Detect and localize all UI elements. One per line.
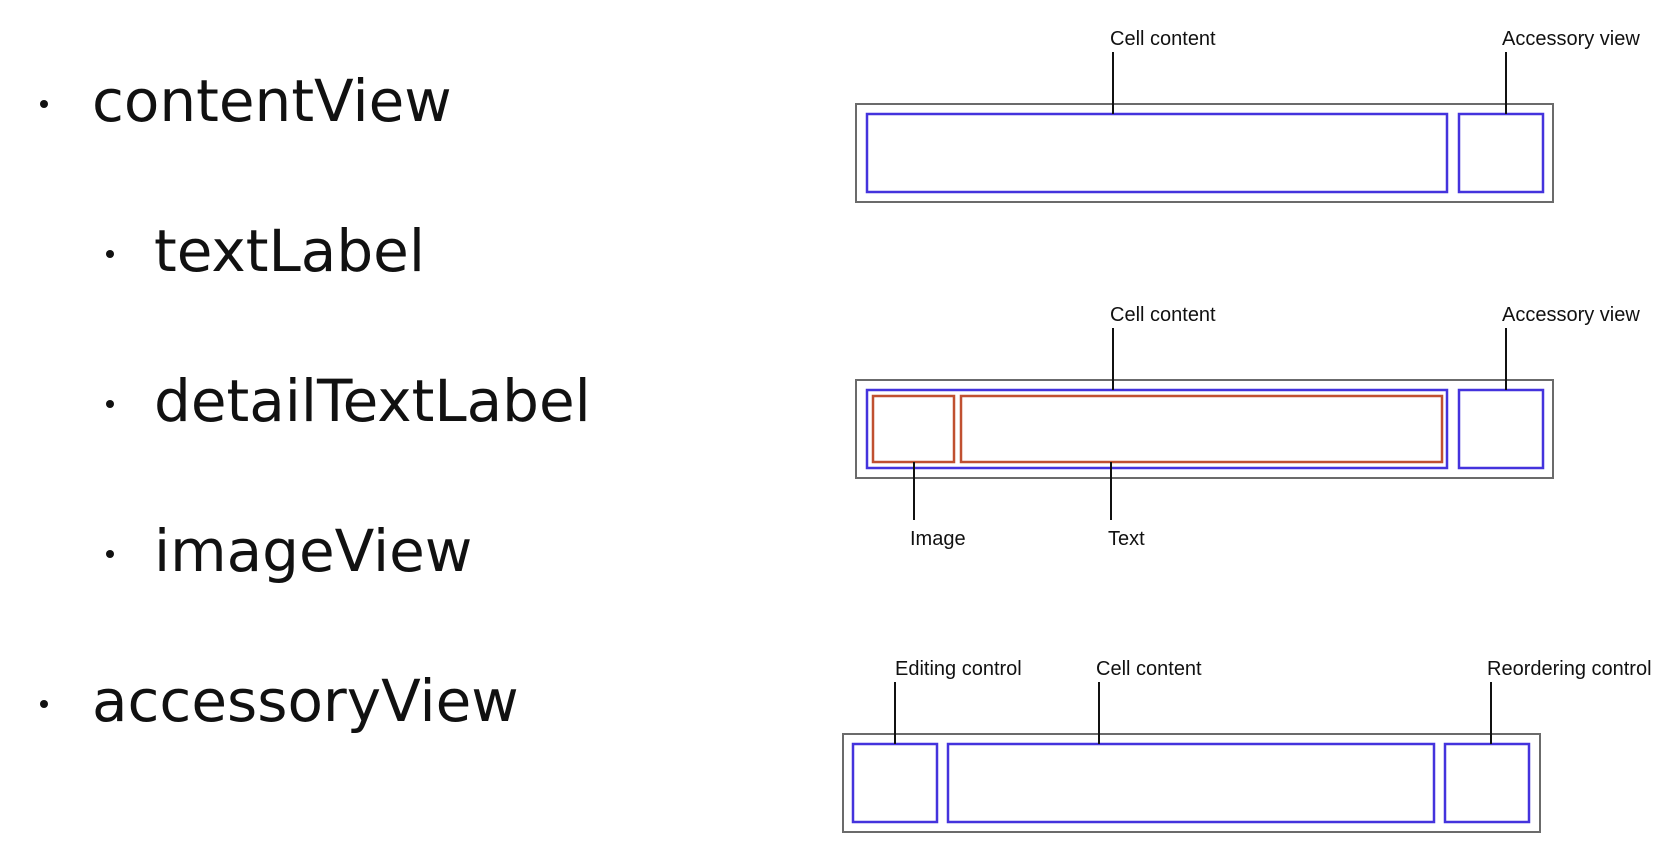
bullet-item: contentView bbox=[40, 72, 452, 130]
cell-content-label: Cell content bbox=[1110, 28, 1216, 50]
bullet-label: contentView bbox=[92, 67, 452, 135]
bullet-dot-icon bbox=[106, 400, 114, 408]
accessory-view-label: Accessory view bbox=[1502, 304, 1640, 326]
bullet-dot-icon bbox=[40, 100, 48, 108]
reordering-control-label: Reordering control bbox=[1487, 658, 1652, 680]
bullet-label: accessoryView bbox=[92, 667, 519, 735]
bullet-item: imageView bbox=[106, 522, 472, 580]
cell-content-label: Cell content bbox=[1096, 658, 1202, 680]
text-label: Text bbox=[1108, 528, 1145, 550]
reordering-control-box bbox=[1443, 742, 1531, 824]
bullet-item: textLabel bbox=[106, 222, 425, 280]
cell-outer-frame bbox=[855, 103, 1554, 203]
bullet-label: imageView bbox=[154, 517, 473, 585]
bullet-dot-icon bbox=[106, 250, 114, 258]
cell-outer-frame bbox=[842, 733, 1541, 833]
bullet-label: detailTextLabel bbox=[154, 367, 591, 435]
bullet-list: contentView textLabel detailTextLabel im… bbox=[0, 0, 760, 864]
bullet-item: accessoryView bbox=[40, 672, 519, 730]
bullet-label: textLabel bbox=[154, 217, 425, 285]
accessory-view-label: Accessory view bbox=[1502, 28, 1640, 50]
cell-content-box bbox=[946, 742, 1436, 824]
bullet-item: detailTextLabel bbox=[106, 372, 591, 430]
bullet-dot-icon bbox=[106, 550, 114, 558]
bullet-dot-icon bbox=[40, 700, 48, 708]
image-label: Image bbox=[910, 528, 966, 550]
text-label-box bbox=[959, 394, 1444, 464]
editing-control-label: Editing control bbox=[895, 658, 1022, 680]
cell-diagram-basic: Cell content Accessory view bbox=[855, 28, 1640, 203]
cell-content-label: Cell content bbox=[1110, 304, 1216, 326]
accessory-view-box bbox=[1457, 388, 1545, 470]
cell-diagram-subviews: Cell content Accessory view Image Text bbox=[855, 304, 1640, 550]
cell-content-box bbox=[865, 112, 1449, 194]
cell-content-box bbox=[865, 388, 1449, 470]
cell-diagram-editing: Editing control Cell content Reordering … bbox=[842, 658, 1652, 833]
accessory-view-box bbox=[1457, 112, 1545, 194]
